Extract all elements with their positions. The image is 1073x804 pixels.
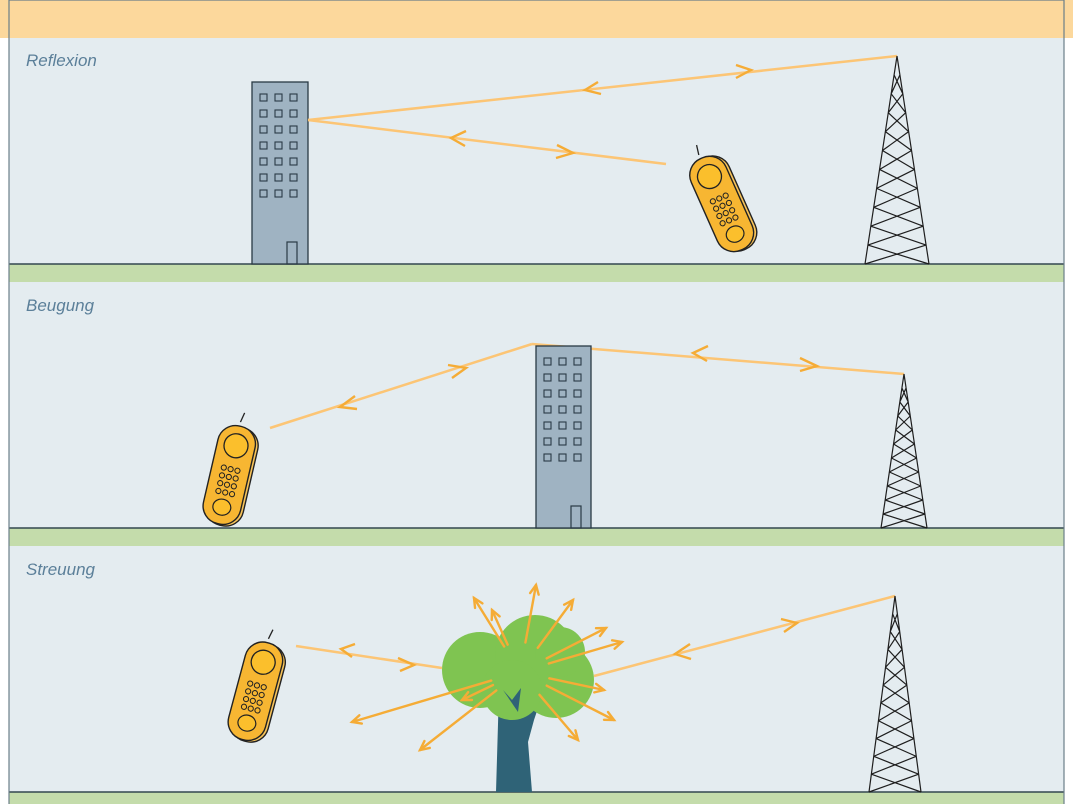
- ground-strip: [9, 528, 1064, 546]
- panel-reflexion: Reflexion: [9, 38, 1064, 282]
- sky-background: [9, 38, 1064, 264]
- ground-strip: [9, 792, 1064, 804]
- panel-label: Reflexion: [26, 51, 97, 70]
- building-icon: [252, 82, 308, 264]
- panel-beugung: Beugung: [9, 282, 1064, 546]
- building-icon: [536, 346, 591, 528]
- panel-streuung: Streuung: [9, 546, 1064, 804]
- ground-strip: [9, 264, 1064, 282]
- top-band: [0, 0, 1073, 38]
- panel-label: Streuung: [26, 560, 96, 579]
- panel-label: Beugung: [26, 296, 95, 315]
